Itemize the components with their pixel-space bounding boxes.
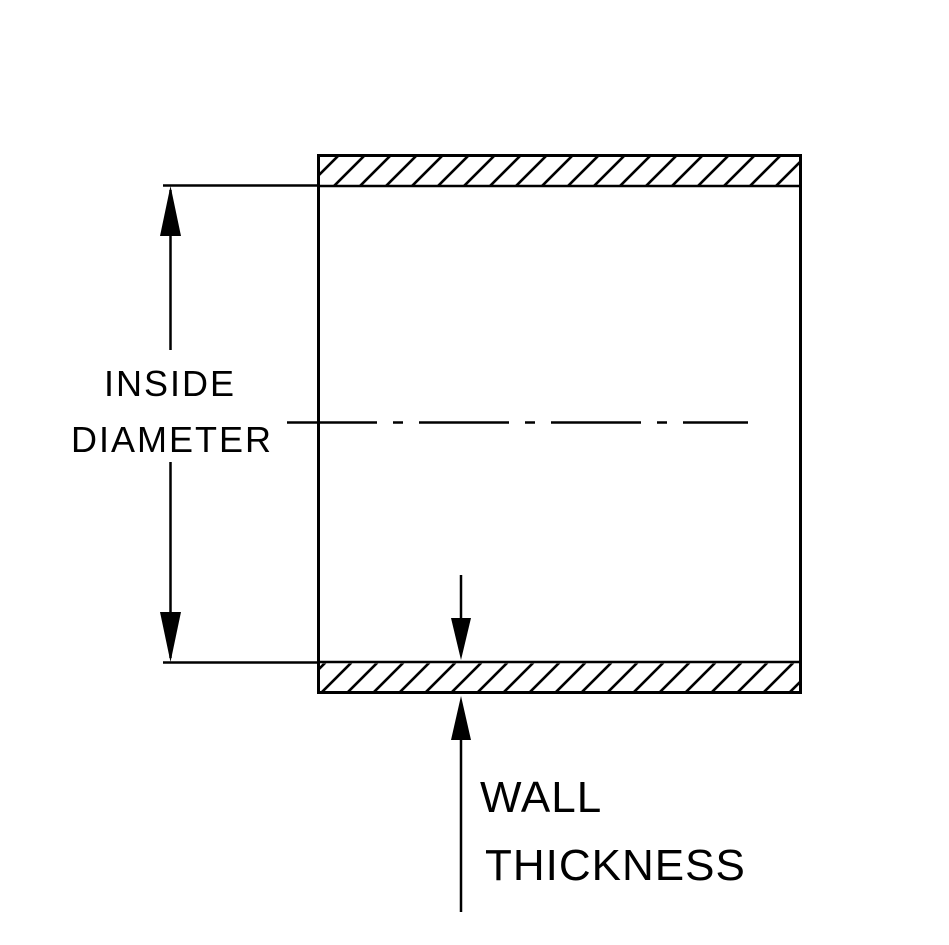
wall-thickness-label-line2: THICKNESS (485, 841, 746, 890)
inside-diameter-label-line2: DIAMETER (71, 419, 273, 460)
inside-diameter-dimension: INSIDE DIAMETER (71, 184, 318, 664)
wall-thickness-callout: WALL THICKNESS (451, 575, 746, 912)
tube-body (287, 154, 802, 694)
tube-outline (317, 154, 802, 694)
bottom-wall-hatch (320, 663, 799, 692)
wall-thickness-arrow-down-icon (451, 618, 471, 660)
dimension-arrow-down-icon (160, 612, 181, 662)
top-wall-hatch (320, 157, 799, 185)
wall-thickness-arrow-up-icon (451, 696, 471, 740)
dimension-arrow-up-icon (160, 186, 181, 236)
inside-diameter-label-line1: INSIDE (104, 363, 236, 404)
wall-thickness-label-line1: WALL (480, 773, 602, 822)
